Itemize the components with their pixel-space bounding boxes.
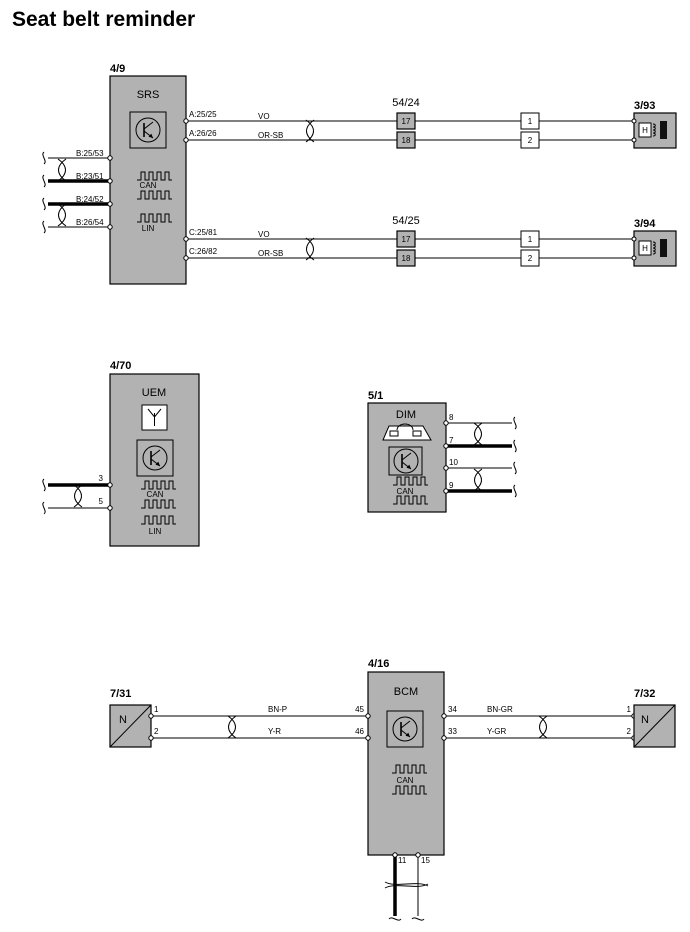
wire-color-label: OR-SB	[258, 249, 283, 258]
bcm-module: 4/16 BCM CAN	[367, 658, 445, 856]
srs-pin-label: A:25/25	[189, 110, 217, 119]
wire-color-label: BN-P	[268, 705, 287, 714]
srs-pin-label: B:25/53	[76, 149, 104, 158]
sensor-id: 3/94	[634, 218, 656, 230]
uem-pin-label: 5	[99, 497, 104, 506]
connector-pin-label: 18	[402, 136, 411, 145]
hall-sensor-icon	[660, 121, 667, 139]
uem-module: 4/70 UEM CAN LIN	[109, 360, 200, 547]
connector-pin	[396, 249, 416, 267]
seat-sensor-right: 7/32 N	[633, 688, 676, 748]
srs-transistor-frame	[129, 111, 167, 149]
component-pin-label: 2	[154, 727, 159, 736]
sensor-label: H	[642, 244, 648, 253]
bcm-pin-label: 15	[421, 856, 430, 865]
srs-pin-label: C:25/81	[189, 228, 218, 237]
connector-pin	[520, 112, 540, 130]
wire-color-label: VO	[258, 112, 270, 121]
bcm-left-wires	[148, 713, 371, 741]
connector-id: 54/24	[392, 97, 420, 109]
page-title: Seat belt reminder	[12, 8, 196, 31]
component-pin-label: 1	[627, 705, 632, 714]
bcm-right-wires	[441, 713, 637, 741]
dim-pin-label: 9	[449, 481, 454, 490]
connector-pin	[520, 249, 540, 267]
bcm-name: BCM	[394, 686, 418, 698]
antenna-icon	[147, 408, 162, 426]
connector-pin-label: 17	[402, 117, 411, 126]
hall-sensor-icon	[660, 239, 667, 257]
dim-module: 5/1 DIM CAN	[367, 390, 447, 513]
component-label: N	[119, 714, 127, 726]
component-label: N	[641, 714, 649, 726]
component-id: 7/32	[634, 688, 655, 700]
bcm-pin-label: 46	[355, 727, 364, 736]
connector-pin-label: 1	[528, 117, 533, 126]
bcm-pin-label: 11	[398, 856, 407, 865]
wire-color-label: BN-GR	[487, 705, 513, 714]
dim-bus-wires	[443, 416, 517, 498]
srs-name: SRS	[137, 89, 160, 101]
uem-bus-wires	[42, 478, 113, 515]
srs-bus-wires	[42, 151, 113, 234]
connector-pin-label: 2	[528, 136, 533, 145]
uem-can-label: CAN	[147, 490, 164, 499]
srs-seat-sensor-wires-top	[183, 118, 634, 143]
sensor-label: H	[642, 126, 648, 135]
srs-can-label: CAN	[140, 181, 157, 190]
connector-pin	[396, 131, 416, 149]
connector-id: 54/25	[392, 215, 420, 227]
srs-pin-label: B:26/54	[76, 218, 104, 227]
connector-pin-label: 17	[402, 235, 411, 244]
component-pin-label: 2	[627, 727, 632, 736]
seat-belt-sensor-bottom: 3/94 H	[631, 218, 677, 267]
connector-pin	[520, 131, 540, 149]
srs-lin-label: LIN	[142, 224, 155, 233]
sensor-id: 3/93	[634, 100, 655, 112]
wire-color-label: Y-GR	[487, 727, 506, 736]
bcm-pin-label: 45	[355, 705, 364, 714]
dim-id: 5/1	[368, 390, 383, 402]
srs-id: 4/9	[110, 63, 125, 75]
wire-color-label: VO	[258, 230, 270, 239]
dim-can-label: CAN	[397, 487, 414, 496]
uem-pin-label: 3	[99, 474, 104, 483]
srs-pin-label: B:23/51	[76, 172, 104, 181]
connector-pin	[396, 230, 416, 248]
connector-pin-label: 2	[528, 254, 533, 263]
connector-pin-label: 1	[528, 235, 533, 244]
uem-name: UEM	[142, 387, 166, 399]
bcm-can-label: CAN	[397, 776, 414, 785]
srs-seat-sensor-wires-bottom	[183, 236, 634, 261]
seat-sensor-left: 7/31 N	[109, 688, 152, 748]
uem-id: 4/70	[110, 360, 131, 372]
connector-pin	[396, 112, 416, 130]
instrument-cluster-icon	[382, 423, 432, 441]
wire-color-label: OR-SB	[258, 131, 283, 140]
dim-pin-label: 10	[449, 458, 458, 467]
bcm-pin-label: 33	[448, 727, 457, 736]
srs-pin-label: B:24/52	[76, 195, 104, 204]
bcm-id: 4/16	[368, 658, 389, 670]
dim-name: DIM	[396, 409, 416, 421]
seat-belt-sensor-top: 3/93 H	[631, 100, 677, 149]
bcm-pin-label: 34	[448, 705, 457, 714]
bcm-bottom-bus-wires	[384, 852, 429, 921]
connector-pin-label: 18	[402, 254, 411, 263]
dim-pin-label: 8	[449, 413, 454, 422]
dim-pin-label: 7	[449, 436, 454, 445]
connector-pin	[520, 230, 540, 248]
srs-pin-label: C:26/82	[189, 247, 218, 256]
srs-pin-label: A:26/26	[189, 129, 217, 138]
wire-color-label: Y-R	[268, 727, 281, 736]
srs-module: 4/9 SRS CAN LIN	[109, 63, 187, 285]
component-pin-label: 1	[154, 705, 159, 714]
component-id: 7/31	[110, 688, 131, 700]
uem-lin-label: LIN	[149, 527, 162, 536]
